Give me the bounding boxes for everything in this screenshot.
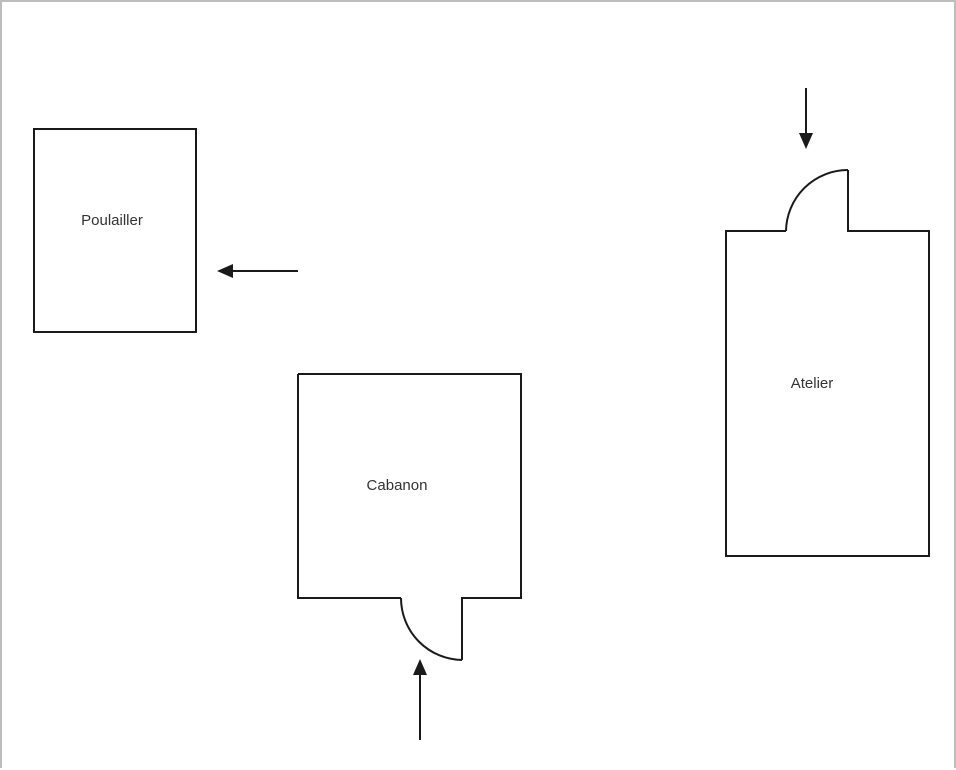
atelier-door-swing	[785, 169, 849, 232]
poulailler-arrow-head	[217, 264, 233, 278]
atelier-arrow-head	[799, 133, 813, 149]
atelier-outline	[725, 170, 930, 557]
cabanon-outline	[297, 373, 522, 660]
atelier-entrance-arrow	[799, 88, 813, 149]
poulailler-entrance-arrow	[217, 264, 298, 278]
poulailler-building: Poulailler	[33, 128, 197, 333]
cabanon-label: Cabanon	[367, 477, 428, 494]
cabanon-entrance-arrow	[413, 659, 427, 740]
atelier-building: Atelier	[725, 169, 930, 557]
cabanon-door-swing	[400, 597, 463, 661]
atelier-label: Atelier	[791, 375, 834, 392]
cabanon-arrow-head	[413, 659, 427, 675]
poulailler-outline	[33, 128, 197, 333]
poulailler-label: Poulailler	[81, 212, 143, 229]
cabanon-building: Cabanon	[297, 373, 522, 661]
